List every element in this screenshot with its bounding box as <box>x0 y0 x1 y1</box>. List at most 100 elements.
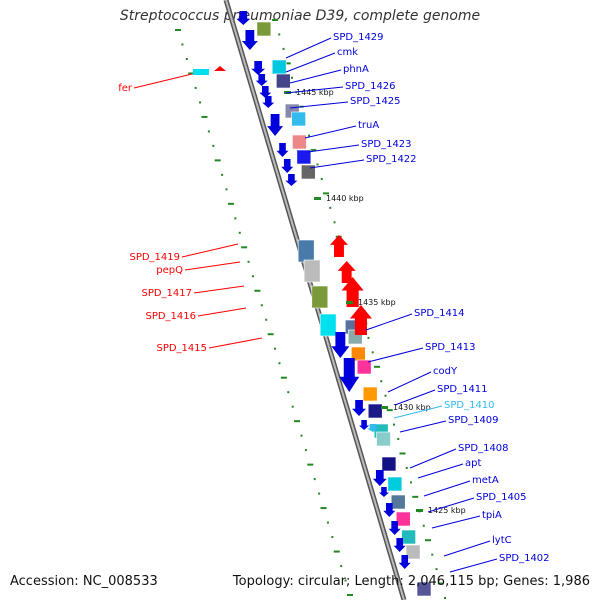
gene-arrow <box>267 114 284 136</box>
inner-ruler-dot <box>412 495 419 498</box>
label-leaders <box>133 37 498 573</box>
outer-ruler-dot <box>278 362 281 365</box>
outer-ruler-dot <box>181 43 184 46</box>
gene-label-phna: phnA <box>343 64 369 75</box>
gene-arrow <box>349 305 372 335</box>
inner-ruler-dot <box>278 33 281 36</box>
outer-ruler-dot <box>344 579 347 582</box>
feature-block <box>276 73 291 89</box>
inner-ruler-dot <box>399 452 406 455</box>
feature-block <box>296 149 312 165</box>
leader-line <box>208 337 263 349</box>
gene-label-spd_1405: SPD_1405 <box>476 492 527 503</box>
gene-arrow <box>366 424 379 432</box>
feature-blocks <box>256 21 432 597</box>
gene-arrow <box>262 96 275 108</box>
gene-label-spd_1411: SPD_1411 <box>437 384 488 395</box>
inner-ruler-dot <box>422 524 425 527</box>
gene-arrow <box>329 235 348 257</box>
outer-ruler-dot <box>227 202 234 205</box>
gene-label-spd_1408: SPD_1408 <box>458 443 509 454</box>
gene-label-trua: truA <box>358 120 379 131</box>
feature-block <box>387 476 403 492</box>
feature-block <box>256 21 272 37</box>
feature-block <box>367 403 383 419</box>
inner-ruler-dot <box>310 149 317 152</box>
leader-line <box>449 558 498 573</box>
gene-label-spd_1409: SPD_1409 <box>448 415 499 426</box>
outer-ruler-dot <box>318 492 321 495</box>
gene-labels: SPD_1429cmkphnASPD_1426SPD_1425truASPD_1… <box>118 32 549 564</box>
feature-block <box>376 431 391 447</box>
gene-arrow <box>393 538 406 552</box>
leader-line <box>367 347 424 363</box>
leader-line <box>133 73 193 89</box>
kbp-label: 1430 kbp <box>393 403 431 412</box>
kbp-label: 1445 kbp <box>296 88 334 97</box>
gene-arrow <box>251 61 266 75</box>
feature-block <box>291 111 306 127</box>
leader-line <box>431 515 481 529</box>
outer-ruler-dot <box>333 550 340 553</box>
gene-arrow <box>341 277 364 307</box>
gene-label-spd_1413: SPD_1413 <box>425 342 476 353</box>
outer-ruler-dot <box>199 101 202 104</box>
gene-arrow <box>281 159 294 173</box>
outer-ruler-dot <box>241 246 248 249</box>
inner-ruler-dot <box>444 597 446 599</box>
outer-ruler-dot <box>340 565 343 568</box>
outer-ruler-dot <box>214 159 221 162</box>
gene-arrow <box>383 503 396 517</box>
gene-label-spd_1426: SPD_1426 <box>345 81 396 92</box>
leader-line <box>184 261 241 271</box>
gene-label-cmk: cmk <box>337 47 358 58</box>
inner-ruler-dot <box>397 438 400 441</box>
outer-ruler-dot <box>251 275 254 278</box>
feature-block <box>297 239 315 263</box>
outer-ruler-dot <box>212 144 215 147</box>
inner-ruler-dot <box>323 192 329 195</box>
inner-ruler-dot <box>316 163 319 166</box>
inner-ruler-dot <box>308 134 310 137</box>
outer-ruler-dot <box>313 478 316 481</box>
outer-ruler-dot <box>234 217 237 220</box>
kbp-tick <box>346 301 353 304</box>
outer-ruler-dot <box>287 391 290 394</box>
gene-label-spd_1419: SPD_1419 <box>129 252 180 263</box>
outer-ruler-dot <box>260 304 263 307</box>
gene-label-apt: apt <box>465 458 481 469</box>
outer-ruler-dot <box>221 173 224 176</box>
outer-ruler-dot <box>207 130 210 133</box>
inner-ruler-dot <box>384 394 387 397</box>
gene-label-cody: codY <box>433 366 458 377</box>
kbp-tick <box>381 406 388 409</box>
gene-arrow <box>236 11 251 25</box>
outer-ruler-dot <box>185 57 188 60</box>
outer-ruler-dot <box>175 29 181 31</box>
kbp-tick <box>416 509 423 512</box>
inner-ruler-dot <box>329 206 332 209</box>
feature-block <box>405 544 421 560</box>
leader-line <box>365 313 413 331</box>
outer-ruler-dot <box>331 536 334 539</box>
feature-block <box>390 494 406 510</box>
inner-ruler-dot <box>371 351 374 354</box>
leader-line <box>427 497 475 513</box>
feature-block <box>401 529 416 545</box>
gene-label-tpia: tpiA <box>482 510 502 521</box>
gene-label-spd_1423: SPD_1423 <box>361 139 412 150</box>
accession-label: Accession: NC_008533 <box>10 574 158 589</box>
gene-arrow <box>214 66 226 71</box>
gene-label-spd_1417: SPD_1417 <box>141 288 192 299</box>
gene-label-spd_1422: SPD_1422 <box>366 154 417 165</box>
topology-label: Topology: circular; Length: 2,046,115 bp… <box>232 574 590 589</box>
leader-line <box>285 37 332 59</box>
gene-label-spd_1414: SPD_1414 <box>414 308 465 319</box>
outer-ruler-dot <box>194 86 197 89</box>
feature-block <box>362 386 378 402</box>
kbp-tick <box>314 197 321 200</box>
feature-block <box>311 285 329 309</box>
gene-label-spd_1425: SPD_1425 <box>350 96 401 107</box>
outer-ruler-dot <box>280 376 287 379</box>
